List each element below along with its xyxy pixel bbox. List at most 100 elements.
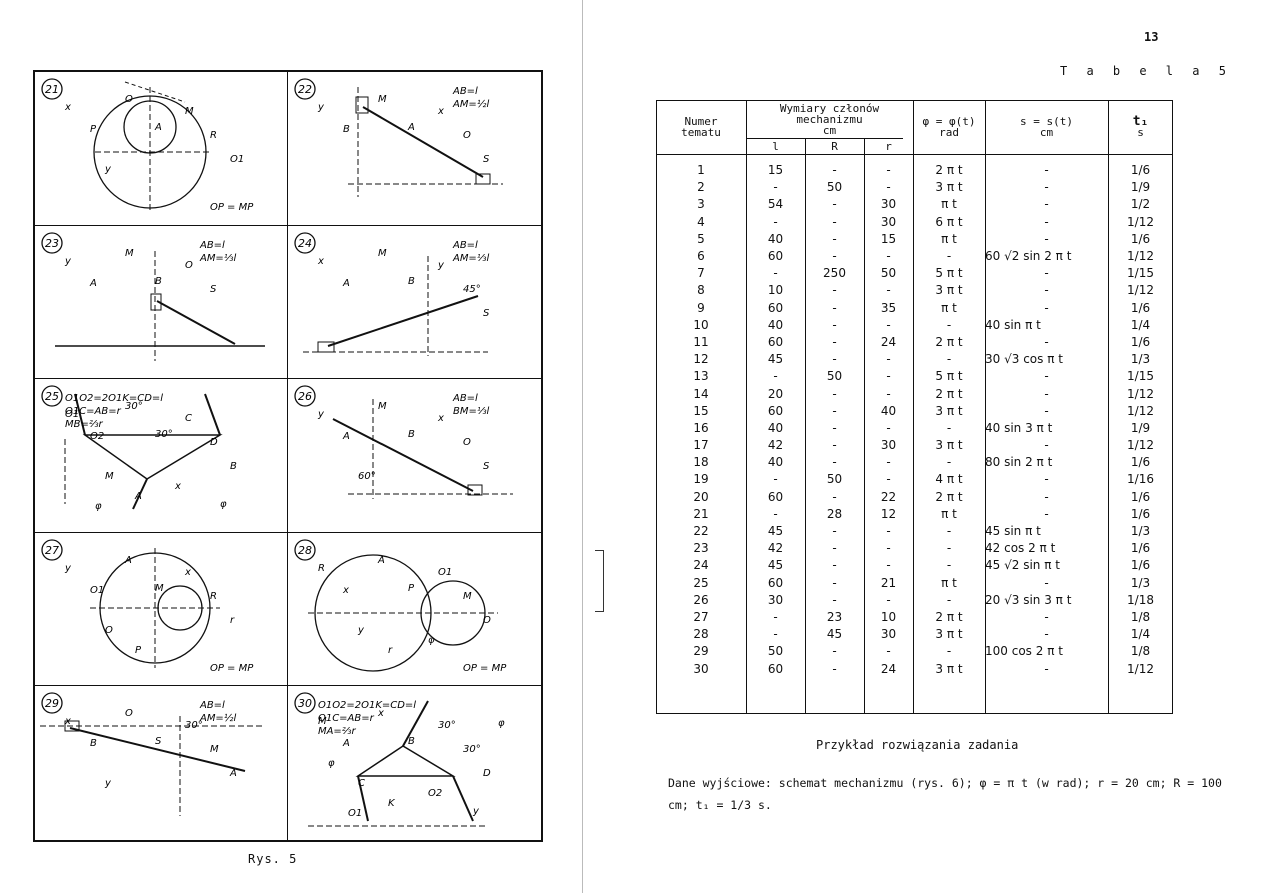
cell-phi: - [946,524,952,539]
figure-number: 23 [45,237,59,250]
cell-R: 23 [826,609,843,624]
cell-n: 10 [693,317,709,332]
cell-r: - [886,369,891,384]
cell-t1: 1/12 [1127,249,1154,264]
cell-phi: - [946,455,952,470]
point-label: O [105,625,113,636]
point-label: φ [220,499,227,510]
point-label: y [437,260,445,271]
table-bottom-rule [656,713,1173,714]
cell-s: - [1044,661,1049,676]
cell-phi: 2 π t [935,489,963,504]
cell-s: 40 sin 3 π t [985,420,1053,435]
cell-l: 40 [767,317,784,332]
point-label: B [408,276,415,287]
cell-t1: 1/9 [1130,420,1151,435]
table-row: 19-50-4 π t-1/16 [656,471,1173,488]
cell-n: 22 [693,524,709,539]
cell-R: - [832,420,837,435]
point-label: 30° [185,720,203,731]
point-label: A [342,278,350,289]
cell-R: - [832,352,837,367]
cell-n: 24 [693,558,709,573]
cell-phi: 3 π t [935,180,963,195]
cell-l: 60 [767,489,784,504]
cell-R: 50 [826,369,843,384]
cell-t1: 1/6 [1130,455,1151,470]
cell-l: 30 [767,592,784,607]
header-s-line2: cm [1039,126,1054,139]
cell-r: 24 [880,661,897,676]
cell-s: - [1044,180,1049,195]
cell-n: 29 [693,644,709,659]
header-wymiary-line2: mechanizmu [796,112,863,126]
cell-R: - [832,163,837,178]
cell-n: 23 [693,541,709,556]
header-numer: Numer tematu [656,100,746,154]
point-label: R [210,591,217,602]
figure-note-line: BM=⅓l [453,406,490,417]
point-label: A [229,768,237,779]
cell-phi: π t [941,575,957,590]
figure-note-line: AB=l [199,700,225,711]
point-label: O1 [230,154,244,165]
figure-number: 28 [298,544,312,557]
cell-phi: - [946,249,952,264]
figure-number: 25 [45,390,59,403]
cell-phi: 3 π t [935,403,963,418]
cell-n: 3 [697,197,705,212]
header-wymiary-line3: cm [822,123,837,137]
point-label: A [134,491,142,502]
cell-s: - [1044,386,1049,401]
cell-t1: 1/15 [1127,369,1154,384]
cell-R: - [832,403,837,418]
cell-s: 40 sin π t [985,317,1041,332]
cell-r: 40 [880,403,897,418]
cell-phi: 3 π t [935,661,963,676]
point-label: O [125,708,133,719]
figure-note-line: AB=l [452,86,478,97]
point-label: K [388,798,396,809]
figure-caption: Rys. 5 [248,852,298,866]
cell-t1: 1/4 [1130,627,1151,642]
cell-n: 8 [697,283,705,298]
cell-r: 15 [880,231,897,246]
cell-n: 17 [693,438,709,453]
cell-t1: 1/6 [1130,558,1151,573]
point-label: A [89,278,97,289]
cell-n: 27 [693,609,709,624]
point-label: M [105,471,114,482]
cell-r: - [886,644,891,659]
point-label: B [408,736,415,747]
cell-R: - [832,524,837,539]
cell-r: - [886,541,891,556]
point-label: A [377,555,385,566]
cell-phi: 3 π t [935,283,963,298]
page-number: 13 [1144,30,1159,44]
table-top-rule [656,100,1173,101]
cell-l: - [773,609,778,624]
cell-R: - [832,661,837,676]
cell-phi: 5 π t [935,369,963,384]
cell-R: - [832,300,837,315]
point-label: x [377,708,384,719]
cell-n: 13 [693,369,709,384]
cell-r: 10 [880,609,897,624]
cell-phi: 3 π t [935,627,963,642]
point-label: M [378,401,387,412]
point-label: C [358,778,365,789]
cell-s: - [1044,369,1049,384]
cell-s: - [1044,163,1049,178]
cell-t1: 1/12 [1127,661,1154,676]
cell-t1: 1/8 [1130,644,1151,659]
cell-n: 7 [697,266,705,281]
cell-R: - [832,575,837,590]
